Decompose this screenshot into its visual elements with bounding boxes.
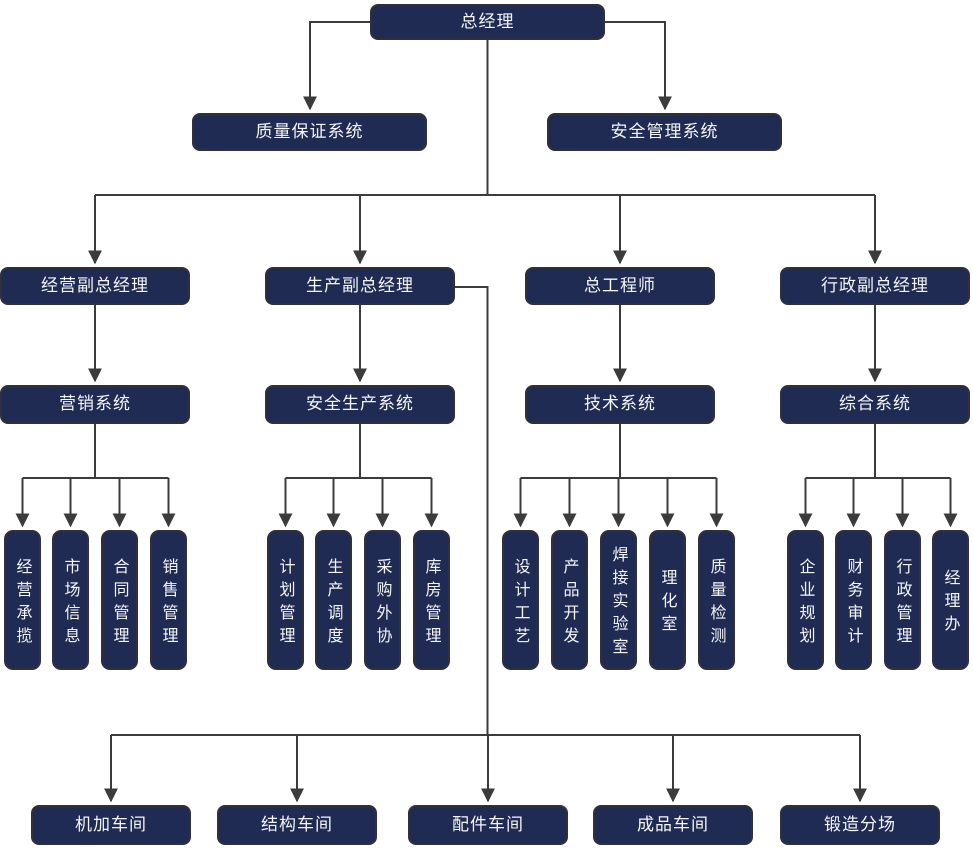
org-node-procurement-outsourcing: 采购外协 (364, 530, 401, 670)
org-node-quality-assurance-system: 质量保证系统 (192, 113, 427, 151)
org-node-welding-laboratory: 焊接实验室 (600, 530, 637, 670)
org-node-warehouse-management: 库房管理 (413, 530, 450, 670)
org-node-chief-engineer: 总工程师 (525, 267, 715, 305)
org-node-machining-workshop: 机加车间 (31, 805, 191, 845)
org-node-manager-office: 经理办 (932, 530, 969, 670)
org-node-quality-inspection: 质量检测 (698, 530, 735, 670)
org-node-business-deputy-gm: 经营副总经理 (0, 267, 190, 305)
org-node-safety-management-system: 安全管理系统 (547, 113, 782, 151)
org-node-contract-management: 合同管理 (101, 530, 138, 670)
org-node-market-information: 市场信息 (52, 530, 89, 670)
org-node-safety-production-system: 安全生产系统 (265, 385, 455, 424)
org-node-general-affairs-system: 综合系统 (780, 385, 970, 424)
org-node-admin-deputy-gm: 行政副总经理 (780, 267, 970, 305)
org-node-marketing-system: 营销系统 (0, 385, 190, 424)
org-node-production-deputy-gm: 生产副总经理 (265, 267, 455, 305)
org-node-business-contracting: 经营承揽 (4, 530, 41, 670)
org-node-design-process: 设计工艺 (502, 530, 539, 670)
org-node-sales-management: 销售管理 (150, 530, 187, 670)
org-node-administration-management: 行政管理 (884, 530, 921, 670)
org-node-plan-management: 计划管理 (267, 530, 304, 670)
org-node-general-manager: 总经理 (370, 4, 605, 40)
org-node-technical-system: 技术系统 (525, 385, 715, 424)
org-node-structure-workshop: 结构车间 (217, 805, 377, 845)
org-node-finished-product-workshop: 成品车间 (593, 805, 753, 845)
org-node-production-dispatch: 生产调度 (315, 530, 352, 670)
org-node-enterprise-planning: 企业规划 (787, 530, 824, 670)
org-node-product-development: 产品开发 (551, 530, 588, 670)
org-node-forging-branch: 锻造分场 (780, 805, 940, 845)
org-node-parts-workshop: 配件车间 (408, 805, 568, 845)
org-node-finance-audit: 财务审计 (835, 530, 872, 670)
org-node-physicochemical-lab: 理化室 (649, 530, 686, 670)
